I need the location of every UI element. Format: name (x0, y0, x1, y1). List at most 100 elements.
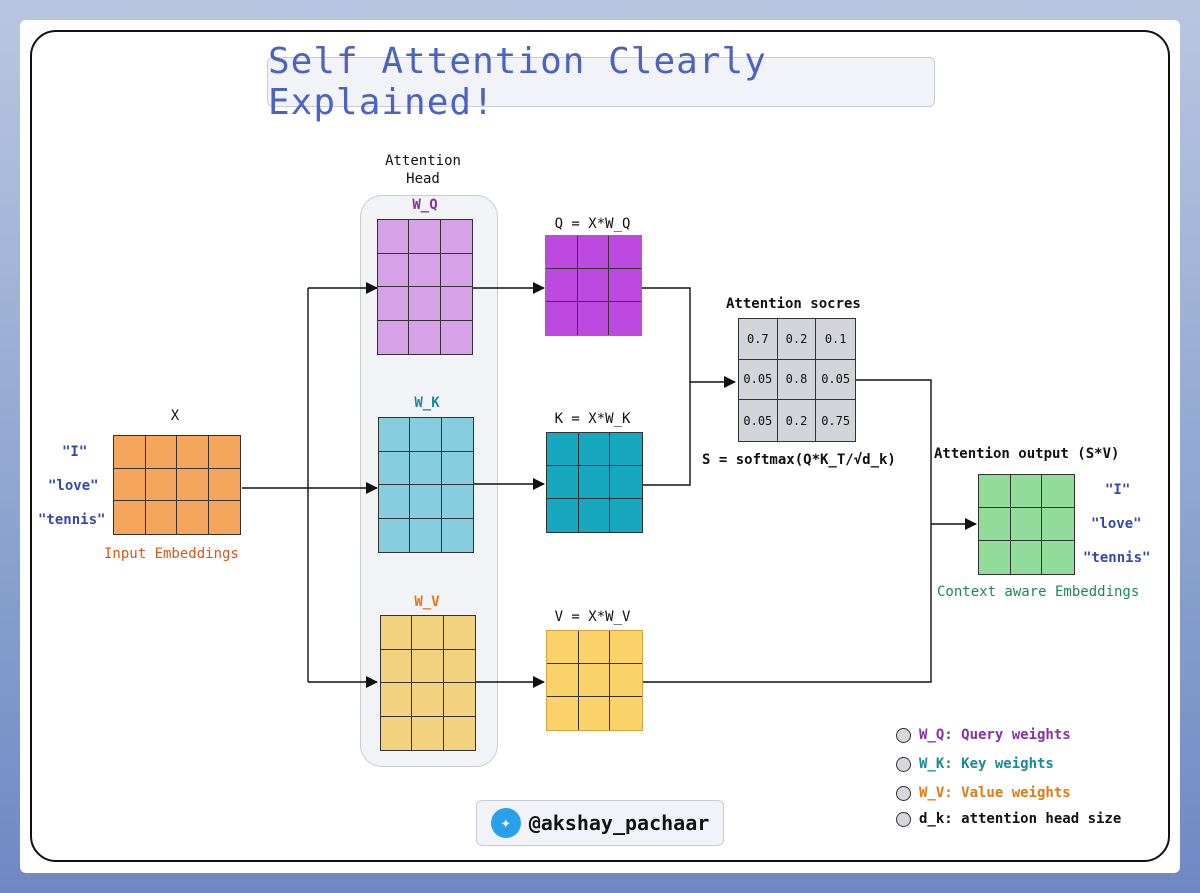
matrix-cell (381, 616, 413, 650)
legend-item-wq: W_Q: Query weights (896, 727, 1071, 743)
matrix-cell (979, 508, 1011, 541)
matrix-cell (381, 683, 413, 717)
score-cell: 0.75 (821, 413, 851, 428)
matrix-cell (409, 320, 441, 354)
score-cell: 0.7 (739, 319, 778, 360)
matrix-cell (379, 451, 411, 485)
legend-text: W_V: Value weights (919, 785, 1071, 801)
score-cell: 0.05 (739, 359, 778, 401)
input-embedding-matrix (113, 435, 241, 535)
matrix-cell (444, 717, 475, 751)
matrix-cell (409, 253, 441, 287)
matrix-cell (609, 302, 641, 335)
twitter-handle[interactable]: ✦ @akshay_pachaar (476, 800, 724, 846)
matrix-cell (440, 220, 472, 254)
matrix-cell (610, 499, 642, 532)
matrix-cell (177, 468, 209, 502)
output-label: Attention output (S*V) (934, 446, 1120, 462)
matrix-cell (412, 616, 444, 650)
twitter-bird-icon: ✦ (490, 808, 521, 838)
handle-text: @akshay_pachaar (528, 811, 710, 835)
matrix-cell (177, 501, 209, 534)
input-word-1: "I" (62, 444, 88, 460)
scores-label: Attention socres (726, 296, 861, 312)
matrix-cell (546, 236, 578, 269)
matrix-cell (410, 518, 442, 552)
matrix-cell (209, 501, 241, 534)
matrix-cell (410, 451, 442, 485)
k-label: K = X*W_K (554, 411, 631, 427)
matrix-cell (577, 236, 610, 269)
legend-dot-icon (896, 727, 911, 743)
matrix-cell (443, 650, 475, 683)
matrix-cell (579, 697, 611, 730)
wk-matrix (378, 417, 474, 553)
wk-label: W_K (414, 395, 440, 411)
matrix-cell (547, 631, 579, 664)
input-caption: Input Embeddings (104, 546, 239, 562)
connector-lines (242, 282, 977, 688)
matrix-cell (208, 469, 240, 502)
matrix-cell (1042, 475, 1074, 508)
input-word-3: "tennis" (38, 512, 106, 528)
matrix-cell (1011, 541, 1043, 574)
matrix-cell (578, 302, 610, 335)
matrix-cell (578, 631, 611, 664)
legend-item-wv: W_V: Value weights (896, 785, 1071, 801)
matrix-cell (546, 269, 578, 302)
matrix-cell (145, 468, 177, 502)
legend-text: W_K: Key weights (919, 756, 1054, 772)
matrix-cell (410, 485, 442, 519)
matrix-cell (547, 499, 579, 532)
matrix-cell (412, 649, 444, 683)
output-word-1: "I" (1105, 482, 1131, 498)
v-matrix (546, 630, 643, 731)
matrix-cell (378, 287, 410, 321)
matrix-cell (208, 436, 240, 469)
matrix-cell (379, 485, 411, 519)
output-word-2: "love" (1091, 516, 1142, 532)
legend-item-wk: W_K: Key weights (896, 756, 1054, 772)
matrix-cell (441, 418, 473, 452)
matrix-cell (381, 649, 413, 683)
input-label: X (170, 408, 180, 424)
matrix-cell (409, 287, 441, 321)
output-caption: Context aware Embeddings (937, 584, 1140, 600)
matrix-cell (442, 519, 473, 553)
wq-label: W_Q (412, 197, 438, 213)
matrix-cell (412, 716, 444, 750)
matrix-cell (146, 501, 177, 534)
matrix-cell (579, 499, 611, 532)
matrix-cell (547, 466, 579, 499)
q-matrix (545, 235, 642, 336)
matrix-cell (578, 433, 611, 466)
matrix-cell (547, 433, 579, 466)
matrix-cell (114, 501, 146, 534)
matrix-cell (546, 302, 578, 335)
title: Self Attention Clearly Explained! (267, 41, 935, 123)
matrix-cell (547, 697, 579, 730)
matrix-cell (440, 287, 472, 321)
matrix-cell (378, 253, 410, 287)
matrix-cell (378, 220, 410, 254)
legend-dot-icon (896, 811, 911, 827)
matrix-cell (409, 220, 441, 254)
output-word-3: "tennis" (1083, 550, 1151, 566)
matrix-cell (547, 664, 579, 697)
legend-text: W_Q: Query weights (919, 727, 1071, 743)
legend-item-dk: d_k: attention head size (896, 811, 1121, 827)
matrix-cell (578, 664, 611, 697)
input-word-2: "love" (48, 478, 99, 494)
matrix-cell (610, 664, 642, 697)
score-cell: 0.05 (816, 360, 855, 401)
matrix-cell (1042, 508, 1074, 541)
output-matrix (978, 474, 1075, 575)
matrix-cell (145, 436, 177, 469)
score-cell: 0.05 (739, 400, 778, 441)
matrix-cell (443, 683, 475, 717)
wv-matrix (380, 615, 476, 751)
matrix-cell (379, 418, 411, 452)
attention-head-label: Attention Head (385, 153, 461, 187)
matrix-cell (609, 236, 641, 269)
legend-dot-icon (896, 785, 911, 801)
